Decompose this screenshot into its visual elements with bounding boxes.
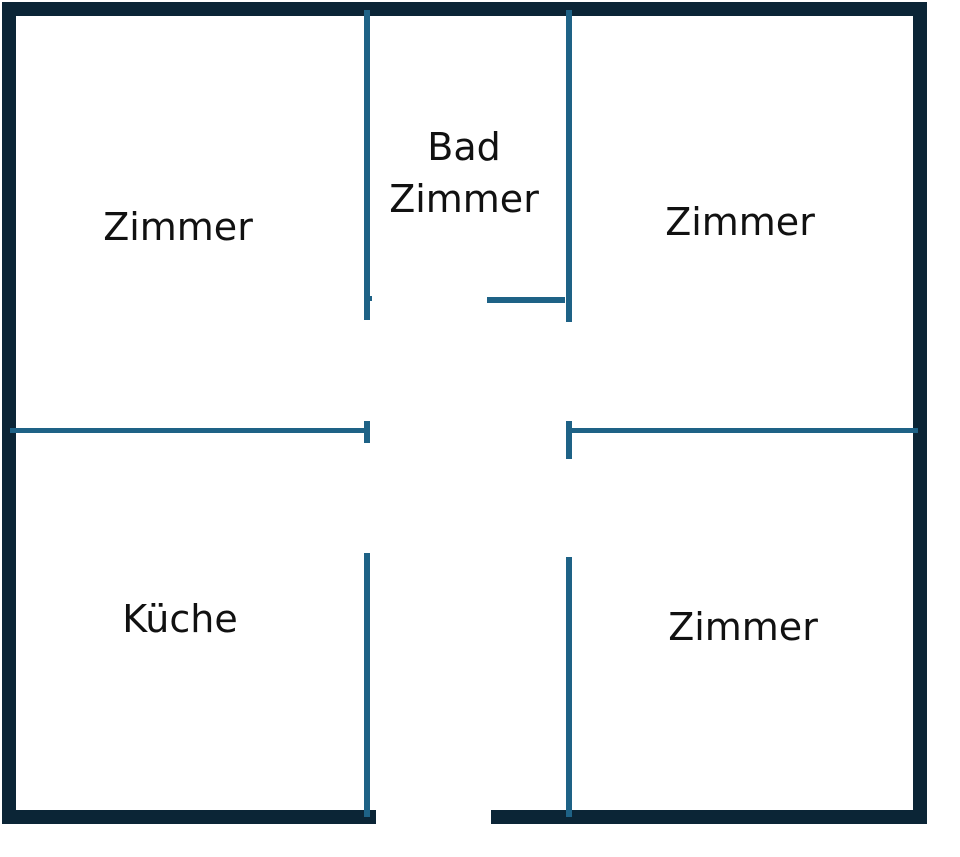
wall-right-horizontal-endcap [566, 421, 572, 459]
wall-left-vertical-lower [364, 553, 370, 817]
wall-right-vertical-upper [566, 10, 572, 322]
wall-bath-horizontal [487, 297, 565, 303]
wall-left-vertical-upper-stub [364, 296, 372, 301]
room-label-top-right: Zimmer [665, 200, 815, 244]
outer-wall-left [2, 2, 16, 824]
interior-walls [10, 10, 918, 817]
room-label-kitchen: Küche [122, 597, 237, 641]
outer-wall-right [913, 2, 927, 824]
room-label-bath-line2: Zimmer [389, 177, 539, 221]
room-label-top-left: Zimmer [103, 205, 253, 249]
outer-wall-bottom-right [491, 810, 927, 824]
outer-wall-top [2, 2, 927, 16]
wall-right-vertical-lower [566, 557, 572, 817]
outer-wall-bottom-left [2, 810, 376, 824]
wall-left-horizontal-endcap [364, 421, 370, 443]
outer-walls [2, 2, 927, 824]
room-label-bottom-right: Zimmer [668, 605, 818, 649]
wall-left-vertical-upper [364, 10, 370, 320]
wall-right-horizontal [566, 428, 918, 433]
room-label-bath-line1: Bad [427, 125, 500, 169]
wall-left-horizontal [10, 428, 370, 433]
